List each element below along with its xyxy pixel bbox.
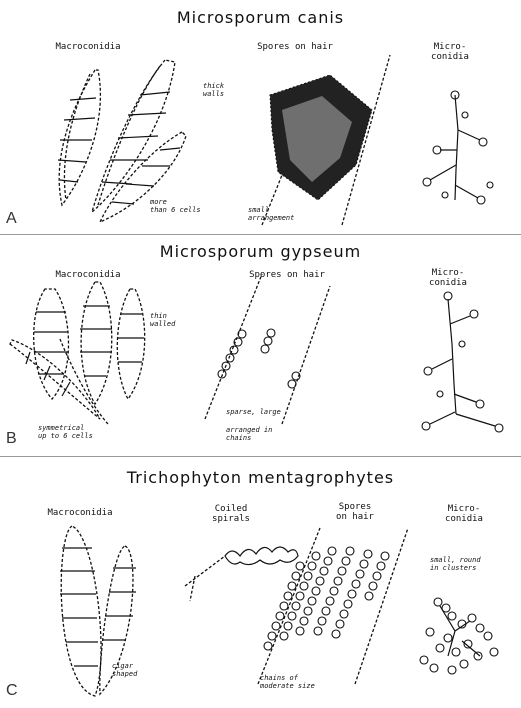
panel-a-column-macroconidia: Macroconidia (38, 42, 138, 52)
panel-a-column-spores-on-hair: Spores on hair (240, 42, 350, 52)
panel-b-column-spores-on-hair: Spores on hair (232, 270, 342, 280)
panel-c-column-macroconidia: Macroconidia (30, 508, 130, 518)
macroconidia-b-drawing (10, 282, 145, 424)
panel-a-title: Microsporum canis (0, 8, 521, 27)
microconidia-b-drawing (422, 292, 503, 432)
panel-b-column-macroconidia: Macroconidia (38, 270, 138, 280)
panel-a-letter: A (6, 210, 17, 228)
panel-c-note-chains: chains of moderate size (260, 674, 315, 690)
panel-c-column-spores-on-hair: Spores on hair (320, 502, 390, 522)
panel-a-column-microconidia: Micro- conidia (420, 42, 480, 62)
coiled-spirals-drawing (185, 547, 298, 601)
panel-c-column-microconidia: Micro- conidia (434, 504, 494, 524)
panel-b: Microsporum gypseum Macroconidia Spores … (0, 234, 521, 457)
panel-a-note-thick-walls: thick walls (203, 82, 224, 98)
panel-c-column-coiled-spirals: Coiled spirals (196, 504, 266, 524)
panel-b-note-chains: arranged in chains (226, 426, 272, 442)
panel-a-note-arrangement: small arrangement (248, 206, 294, 222)
panel-c-note-cigar: cigar shaped (112, 662, 137, 678)
panel-c: Trichophyton mentagrophytes Macroconidia… (0, 456, 521, 708)
panel-b-note-thin-walled: thin walled (150, 312, 175, 328)
panel-a-drawing (0, 0, 521, 234)
panel-a-note-cells: more than 6 cells (150, 198, 201, 214)
panel-b-letter: B (6, 430, 17, 448)
panel-c-drawing (0, 456, 521, 708)
panel-b-note-sparse: sparse, large (226, 408, 281, 416)
hair-spores-a-drawing (262, 55, 390, 225)
hair-spores-c-drawing (258, 528, 408, 684)
panel-a: Microsporum canis Macroconidia Spores on… (0, 0, 521, 235)
panel-c-letter: C (6, 682, 18, 700)
panel-b-title: Microsporum gypseum (0, 242, 521, 261)
microconidia-a-drawing (423, 91, 493, 204)
panel-c-title: Trichophyton mentagrophytes (0, 468, 521, 487)
hair-spores-b-drawing (205, 274, 330, 424)
panel-b-column-microconidia: Micro- conidia (418, 268, 478, 288)
microconidia-c-drawing (420, 598, 498, 674)
panel-c-note-clusters: small, round in clusters (430, 556, 481, 572)
panel-b-note-symmetrical: symmetrical up to 6 cells (38, 424, 93, 440)
